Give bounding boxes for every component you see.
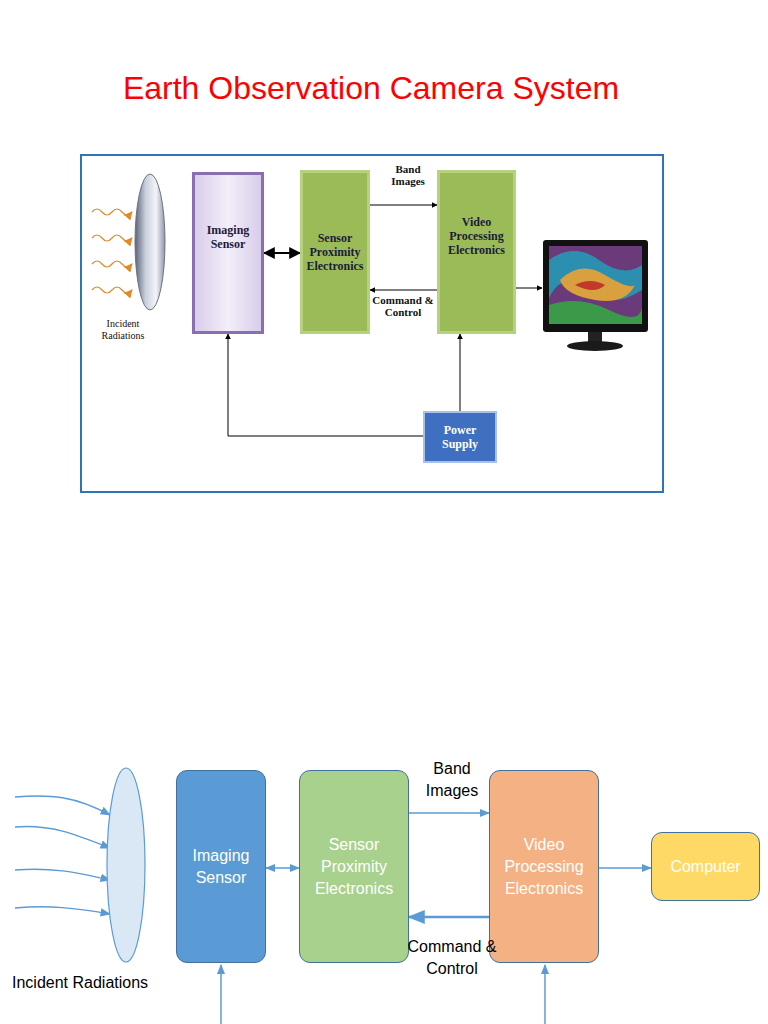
- radiation-waves: [92, 209, 132, 293]
- power-box: Power Supply: [423, 411, 497, 463]
- annotation-label: Incident Radiations: [12, 972, 172, 994]
- process-box: Sensor Proximity Electronics: [299, 770, 409, 963]
- node-text: Computer: [670, 856, 740, 878]
- edge-label: Band Images: [380, 163, 436, 187]
- connector-arrow: [266, 867, 299, 869]
- connector-arrow: [409, 916, 489, 919]
- electronics-box: Video Processing Electronics: [437, 170, 516, 334]
- connector-arrow: [228, 334, 423, 436]
- edge-label: Band Images: [414, 758, 490, 802]
- radiation-curves: [15, 796, 110, 914]
- figure-frame: [81, 155, 663, 492]
- power-feed-line: [220, 965, 222, 1024]
- node-text: Video Processing Electronics: [440, 215, 513, 257]
- node-text: Sensor Proximity Electronics: [304, 834, 404, 900]
- connector-arrow: [370, 205, 437, 206]
- connector-arrow: [264, 252, 300, 254]
- annotation-label: Incident Radiations: [92, 318, 154, 342]
- edge-label: Command & Control: [370, 294, 436, 318]
- connector-arrow: [409, 812, 489, 814]
- electronics-box: Sensor Proximity Electronics: [300, 170, 370, 334]
- edge-label: Command & Control: [404, 936, 500, 980]
- node-text: Video Processing Electronics: [494, 834, 594, 900]
- lens-illustration: [135, 174, 165, 310]
- node-text: Imaging Sensor: [195, 223, 261, 251]
- lens-shape: [107, 768, 145, 962]
- node-text: Power Supply: [425, 423, 495, 451]
- output-arrow: [516, 288, 542, 289]
- node-text: Sensor Proximity Electronics: [303, 231, 367, 273]
- node-text: Imaging Sensor: [181, 845, 261, 889]
- process-box: Imaging Sensor: [176, 770, 266, 963]
- connector-arrow: [460, 334, 461, 411]
- sensor-box: Imaging Sensor: [192, 172, 264, 334]
- connector-arrow: [370, 290, 437, 291]
- power-feed-line: [544, 965, 546, 1024]
- connector-arrow: [599, 867, 651, 869]
- process-box: Video Processing Electronics: [489, 770, 599, 963]
- monitor-illustration: [543, 240, 648, 351]
- output-box: Computer: [651, 832, 760, 901]
- diagram-title: Earth Observation Camera System: [0, 70, 742, 107]
